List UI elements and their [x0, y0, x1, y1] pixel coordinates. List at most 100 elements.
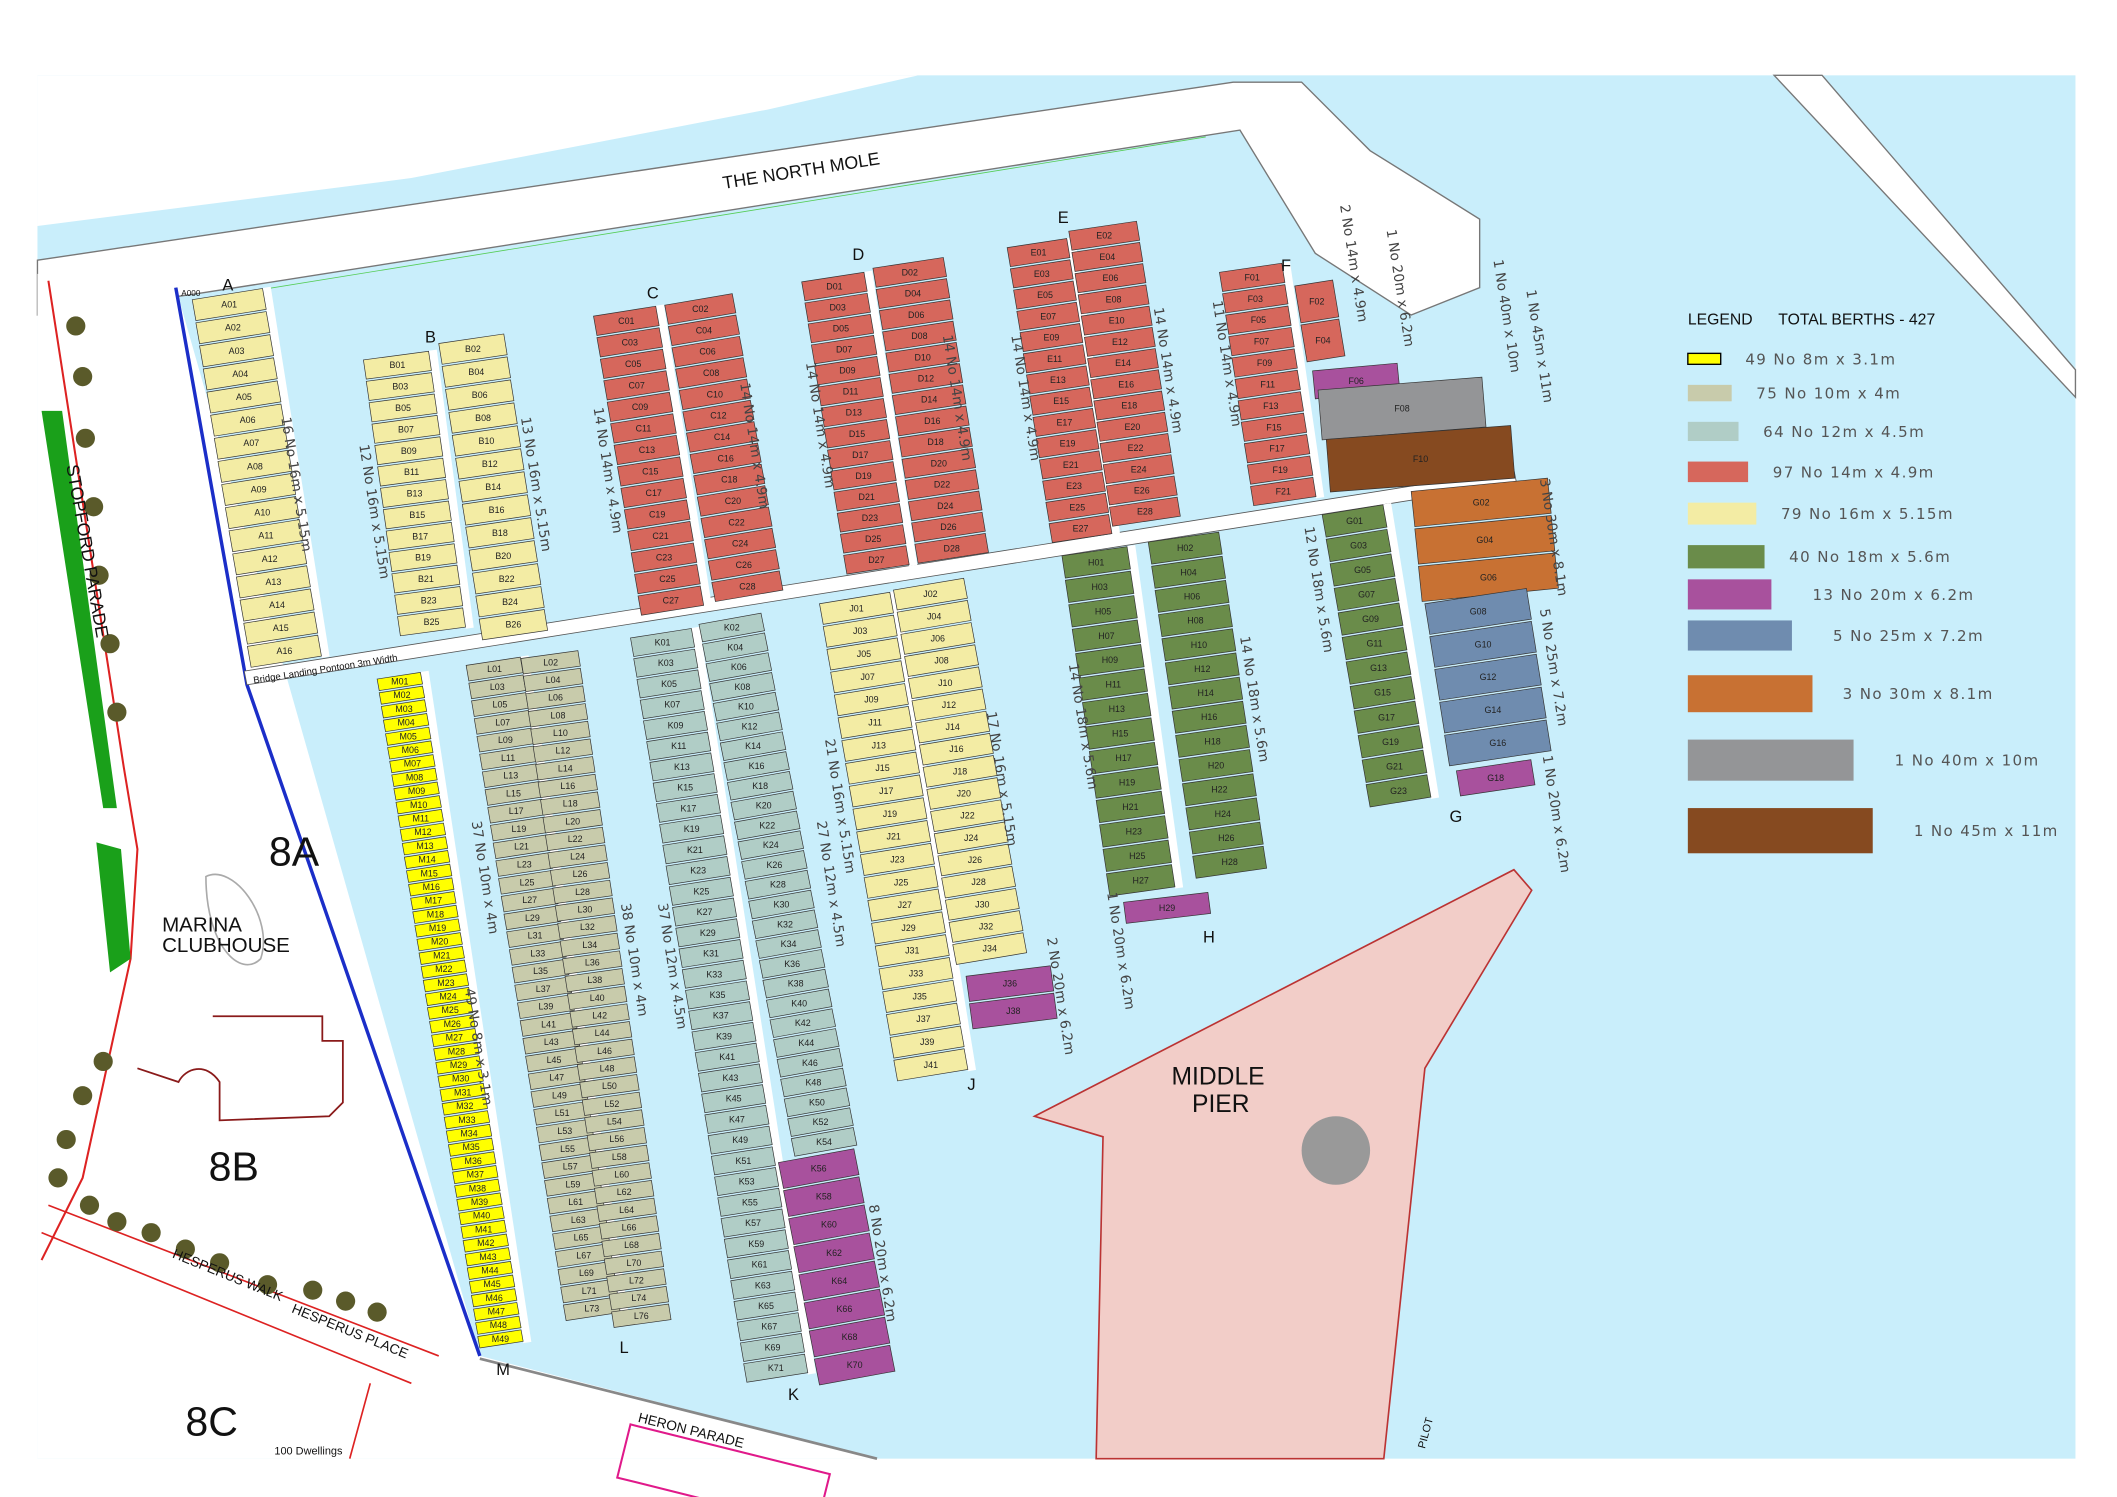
berth-g01[interactable] — [1321, 504, 1388, 538]
berth-d07[interactable] — [810, 335, 878, 365]
berth-d15[interactable] — [823, 419, 891, 449]
berth-h13[interactable] — [1082, 693, 1152, 726]
berth-l40[interactable] — [567, 985, 628, 1010]
berth-j16[interactable] — [919, 732, 994, 766]
berth-m02[interactable] — [378, 685, 426, 705]
berth-c28[interactable] — [711, 570, 784, 602]
berth-k11[interactable] — [646, 731, 712, 761]
berth-l12[interactable] — [532, 738, 593, 763]
berth-m25[interactable] — [427, 1000, 474, 1020]
berth-e15[interactable] — [1029, 386, 1093, 416]
berth-m13[interactable] — [401, 836, 449, 856]
berth-c21[interactable] — [627, 521, 694, 552]
berth-a09[interactable] — [221, 472, 297, 506]
berth-c27[interactable] — [637, 585, 705, 616]
berth-j18[interactable] — [922, 755, 998, 788]
berth-a07[interactable] — [213, 426, 289, 460]
berth-h17[interactable] — [1088, 741, 1159, 775]
berth-k22[interactable] — [734, 810, 801, 841]
berth-l58[interactable] — [589, 1144, 650, 1169]
berth-k12[interactable] — [716, 711, 783, 742]
berth-k03[interactable] — [633, 648, 699, 678]
berth-l72[interactable] — [606, 1268, 667, 1293]
berth-h28[interactable] — [1192, 845, 1268, 879]
berth-k62[interactable] — [793, 1232, 875, 1274]
berth-g02[interactable] — [1410, 477, 1552, 528]
berth-b11[interactable] — [377, 457, 447, 487]
berth-k04[interactable] — [702, 632, 769, 663]
berth-k61[interactable] — [727, 1250, 793, 1279]
berth-h19[interactable] — [1092, 766, 1162, 799]
berth-e17[interactable] — [1032, 408, 1097, 437]
berth-k14[interactable] — [719, 731, 787, 761]
berth-k07[interactable] — [639, 690, 705, 720]
berth-j41[interactable] — [893, 1048, 969, 1082]
berth-b05[interactable] — [368, 393, 438, 423]
berth-e21[interactable] — [1039, 450, 1103, 480]
berth-k60[interactable] — [788, 1204, 870, 1245]
berth-k33[interactable] — [681, 959, 747, 989]
berth-l64[interactable] — [596, 1197, 657, 1222]
berth-f01[interactable] — [1219, 262, 1286, 292]
berth-j08[interactable] — [904, 644, 979, 677]
berth-k58[interactable] — [783, 1176, 865, 1217]
berth-d12[interactable] — [888, 363, 964, 394]
berth-b15[interactable] — [382, 500, 452, 530]
berth-e27[interactable] — [1048, 514, 1113, 544]
berth-b26[interactable] — [478, 609, 549, 641]
berth-f10[interactable] — [1325, 425, 1516, 493]
berth-k38[interactable] — [762, 968, 829, 999]
berth-f04[interactable] — [1300, 318, 1346, 363]
berth-k51[interactable] — [710, 1146, 776, 1176]
berth-k19[interactable] — [659, 814, 725, 844]
berth-k18[interactable] — [726, 771, 794, 801]
berth-k55[interactable] — [717, 1187, 783, 1217]
berth-j19[interactable] — [852, 797, 928, 831]
berth-g05[interactable] — [1329, 553, 1396, 587]
berth-e01[interactable] — [1006, 238, 1071, 268]
berth-h21[interactable] — [1095, 790, 1166, 824]
berth-l74[interactable] — [608, 1286, 669, 1311]
berth-j27[interactable] — [867, 888, 943, 922]
berth-l35[interactable] — [511, 958, 570, 984]
berth-k66[interactable] — [803, 1288, 886, 1330]
berth-m29[interactable] — [435, 1055, 482, 1075]
berth-b06[interactable] — [445, 379, 515, 411]
berth-m42[interactable] — [462, 1233, 509, 1253]
berth-k34[interactable] — [755, 929, 822, 959]
berth-l36[interactable] — [562, 950, 623, 975]
berth-c14[interactable] — [686, 421, 758, 453]
berth-d08[interactable] — [882, 320, 957, 352]
berth-c13[interactable] — [613, 434, 681, 465]
berth-c12[interactable] — [682, 399, 755, 432]
berth-k71[interactable] — [743, 1353, 809, 1383]
berth-g08[interactable] — [1424, 588, 1532, 635]
berth-m09[interactable] — [393, 781, 440, 801]
berth-l38[interactable] — [564, 968, 625, 993]
berth-l50[interactable] — [579, 1074, 640, 1099]
berth-a06[interactable] — [210, 403, 286, 437]
berth-g18[interactable] — [1455, 759, 1536, 797]
berth-k37[interactable] — [688, 1001, 754, 1031]
berth-g03[interactable] — [1325, 528, 1392, 562]
berth-l62[interactable] — [594, 1180, 655, 1205]
berth-h03[interactable] — [1064, 570, 1135, 603]
berth-l14[interactable] — [535, 756, 596, 781]
berth-c09[interactable] — [606, 391, 674, 422]
berth-d21[interactable] — [833, 482, 900, 512]
berth-j26[interactable] — [937, 843, 1013, 877]
berth-m38[interactable] — [454, 1178, 501, 1198]
berth-d17[interactable] — [827, 440, 894, 470]
berth-d28[interactable] — [914, 533, 989, 564]
berth-j20[interactable] — [926, 777, 1002, 810]
berth-k25[interactable] — [668, 876, 734, 906]
berth-k15[interactable] — [652, 773, 718, 803]
berth-m05[interactable] — [385, 726, 432, 746]
berth-c18[interactable] — [693, 463, 766, 496]
berth-d14[interactable] — [891, 384, 967, 415]
berth-l27[interactable] — [500, 887, 559, 913]
berth-f07[interactable] — [1228, 327, 1295, 357]
berth-k46[interactable] — [776, 1047, 844, 1078]
berth-b01[interactable] — [363, 350, 432, 380]
berth-l70[interactable] — [603, 1250, 665, 1275]
